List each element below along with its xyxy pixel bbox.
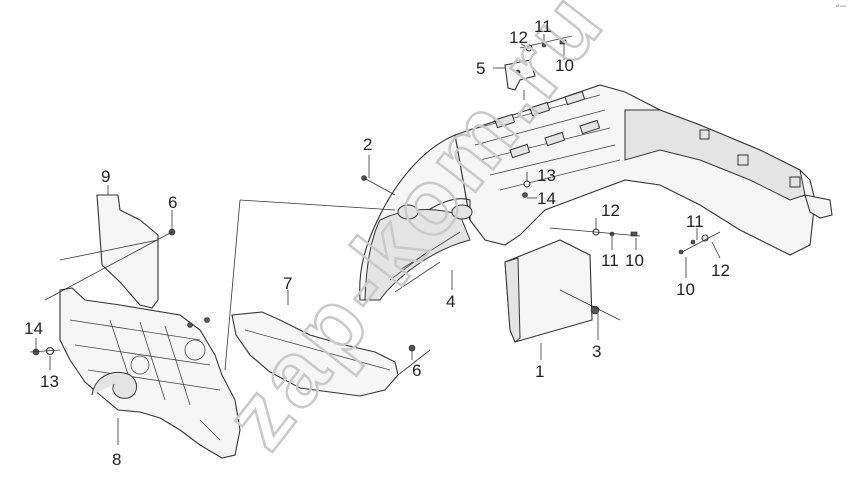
callout-9: 9: [101, 167, 110, 186]
callout-13b: 13: [537, 166, 556, 185]
callout-6a: 6: [168, 193, 177, 212]
fender-ribs: [469, 90, 801, 191]
callout-12b: 12: [601, 201, 620, 220]
mudflap-edge: [504, 257, 521, 343]
callout-12a: 12: [509, 28, 528, 47]
callout-14b: 14: [537, 189, 556, 208]
bolt-10-right: [678, 249, 684, 255]
callout-5: 5: [476, 59, 485, 78]
nut-14-right: [522, 192, 528, 198]
top-bracket: [504, 59, 536, 91]
callout-3: 3: [592, 342, 601, 361]
bracket-hole: [515, 69, 521, 75]
underbody-cover: [59, 287, 241, 459]
callout-10a: 10: [555, 56, 574, 75]
callout-labels: 1 2 3 4 5 6 6 7 8 9 10 10 10 11 11 11 12…: [24, 17, 730, 469]
leader-lines: [35, 34, 721, 445]
callout-10b: 10: [625, 251, 644, 270]
left-splash-shield: [96, 194, 159, 309]
cover-port: [130, 355, 150, 375]
bolt-10-mid: [630, 231, 638, 237]
nut-11-right: [690, 239, 696, 245]
callout-11a: 11: [534, 17, 552, 36]
clip: [204, 317, 210, 323]
callout-7: 7: [283, 274, 292, 293]
fender-rear-bracket: [804, 194, 833, 219]
nut-3: [590, 305, 600, 315]
guide-lines: [29, 35, 721, 376]
callout-11b: 11: [601, 251, 619, 270]
fender-side-panel: [624, 109, 806, 201]
fender-mount-boss: [397, 204, 419, 220]
fender-assembly: [359, 84, 833, 301]
callout-12c: 12: [711, 261, 730, 280]
bolt-10-top: [559, 39, 567, 45]
callout-4: 4: [446, 292, 455, 311]
cover-port: [184, 339, 206, 361]
fender-mount-boss: [451, 204, 473, 220]
callout-2: 2: [363, 135, 372, 154]
underbody-cover-panel: [59, 287, 241, 459]
duct-loop: [91, 371, 137, 399]
clip: [187, 322, 193, 328]
callout-14a: 14: [24, 319, 43, 338]
callout-13a: 13: [40, 372, 59, 391]
callout-6b: 6: [412, 361, 421, 380]
middle-liner: [231, 311, 399, 397]
callout-10c: 10: [676, 280, 695, 299]
callout-1: 1: [535, 362, 544, 381]
callout-8: 8: [112, 450, 121, 469]
fender-inner-liner: [364, 209, 471, 301]
corner-mark: ᵉᶠ ⁿⁿⁿ: [836, 4, 846, 10]
callout-11c: 11: [686, 212, 704, 231]
